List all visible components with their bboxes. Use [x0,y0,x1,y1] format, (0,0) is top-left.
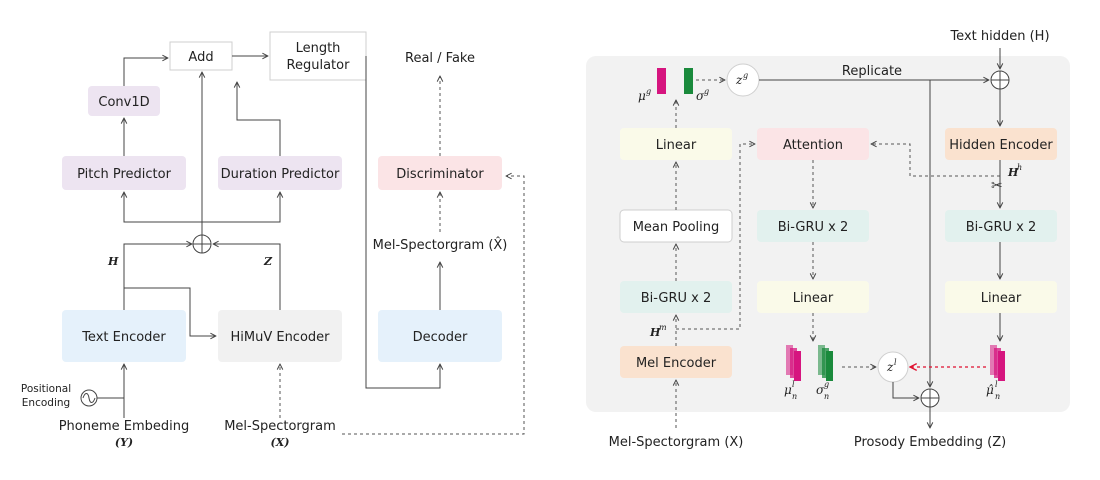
real-fake-label: Real / Fake [405,51,475,66]
bigru-right-label: Bi-GRU x 2 [966,220,1037,235]
decoder-label: Decoder [413,330,468,345]
discriminator-box [378,156,502,190]
z-l-sup: l [894,358,897,367]
mu-hat-symbol: μ̂ [986,383,994,397]
h-h-symbol: H [1007,166,1019,179]
right-diagram: Text hidden (H) μ g σ g z g Replicate Li… [586,29,1070,450]
z-symbol: Z [263,255,273,268]
phoneme-label-1: Phoneme Embeding [59,419,190,434]
mu-n-sup: l [792,380,795,389]
text-hidden-label: Text hidden (H) [949,29,1049,44]
linear-left-box [620,128,732,160]
pitch-predictor-box [62,156,186,190]
mel-encoder-label: Mel Encoder [636,356,717,371]
linear-right-box [945,281,1057,313]
left-diagram: Add Length Regulator Real / Fake Conv1D … [21,31,525,449]
mu-n-symbol: μ [784,383,792,397]
mel-to-discriminator-arrow [342,176,525,435]
discriminator-label: Discriminator [396,167,484,182]
h-m-symbol: H [649,326,661,339]
length-regulator-label-2: Regulator [287,58,351,73]
length-regulator-label-1: Length [296,41,341,56]
mu-hat-sub: n [995,392,1000,401]
z-g-node [726,63,760,97]
bigru-right-box [945,210,1057,242]
h-m-sup: m [659,323,667,332]
bigru-mid-box [757,210,869,242]
linear-mid-label: Linear [793,291,834,306]
hidden-encoder-box [945,128,1057,160]
mean-pooling-label: Mean Pooling [633,220,720,235]
zl-to-sum-arrow [892,382,919,398]
duration-to-length-arrow [237,82,281,156]
hidden-encoder-label: Hidden Encoder [949,138,1053,153]
h-symbol: H [107,255,119,268]
conv1d-box [88,86,160,116]
sigma-n-symbol: σ [816,383,825,397]
mu-g-symbol: μ [638,89,646,103]
positional-label-2: Encoding [22,397,70,409]
sigma-n-bars [818,345,833,381]
himuv-encoder-label: HiMuV Encoder [230,330,330,345]
mu-hat-sup: l [995,380,998,389]
bigru-left-box [620,281,732,313]
bigru-mid-label: Bi-GRU x 2 [778,220,849,235]
z-g-sup: g [743,71,748,80]
pitch-predictor-label: Pitch Predictor [77,167,172,182]
replicate-label: Replicate [842,64,902,79]
sigma-g-symbol: σ [696,89,705,103]
mel-encoder-box [620,346,732,378]
mel-bottom-label: Mel-Spectorgram (X) [609,435,744,450]
bigru-left-label: Bi-GRU x 2 [641,291,712,306]
h-h-sup: h [1017,163,1022,172]
phoneme-label-2: (Y) [115,436,133,449]
length-regulator-box [269,31,367,81]
sigma-n-sub: n [824,392,829,401]
mel-input-label-2: (X) [271,436,290,449]
sigma-g-sup: g [704,87,709,96]
mu-g-sup: g [646,87,651,96]
linear-right-label: Linear [981,291,1022,306]
attention-label: Attention [783,138,843,153]
himuv-encoder-box [218,310,342,362]
sine-wave-icon [82,393,96,403]
decoder-box [378,310,502,362]
mel-input-label-1: Mel-Spectorgram [224,419,336,434]
linear-mid-box [757,281,869,313]
text-encoder-label: Text Encoder [81,330,166,345]
length-to-decoder-arrow [365,56,440,389]
hm-to-attention-arrow [676,144,755,330]
scissors-icon: ✂ [991,178,1003,194]
conv1d-label: Conv1D [98,95,149,110]
conv1d-to-add-arrow [123,58,168,86]
hh-to-attention-arrow [871,144,1000,177]
text-encoder-to-sum-arrow [123,244,192,310]
sigma-g-bar [684,68,693,94]
z-g-symbol: z [735,73,743,87]
z-l-symbol: z [886,360,894,374]
mu-hat-bars [990,345,1005,381]
prosody-label: Prosody Embedding (Z) [854,435,1006,450]
duration-predictor-label: Duration Predictor [221,167,340,182]
mu-n-bars [786,345,801,381]
mu-n-sub: n [792,392,797,401]
duration-predictor-box [218,156,342,190]
add-label: Add [188,50,213,65]
himuv-to-sum-arrow [213,244,281,310]
add-box [169,41,233,71]
mu-g-bar [657,68,666,94]
text-encoder-box [62,310,186,362]
linear-left-label: Linear [656,138,697,153]
sigma-n-sup: g [824,380,829,389]
h-to-himuv-arrow [124,287,216,336]
positional-label-1: Positional [21,383,71,395]
attention-box [757,128,869,160]
mel-hat-label: Mel-Spectorgram (X̂) [373,238,508,253]
